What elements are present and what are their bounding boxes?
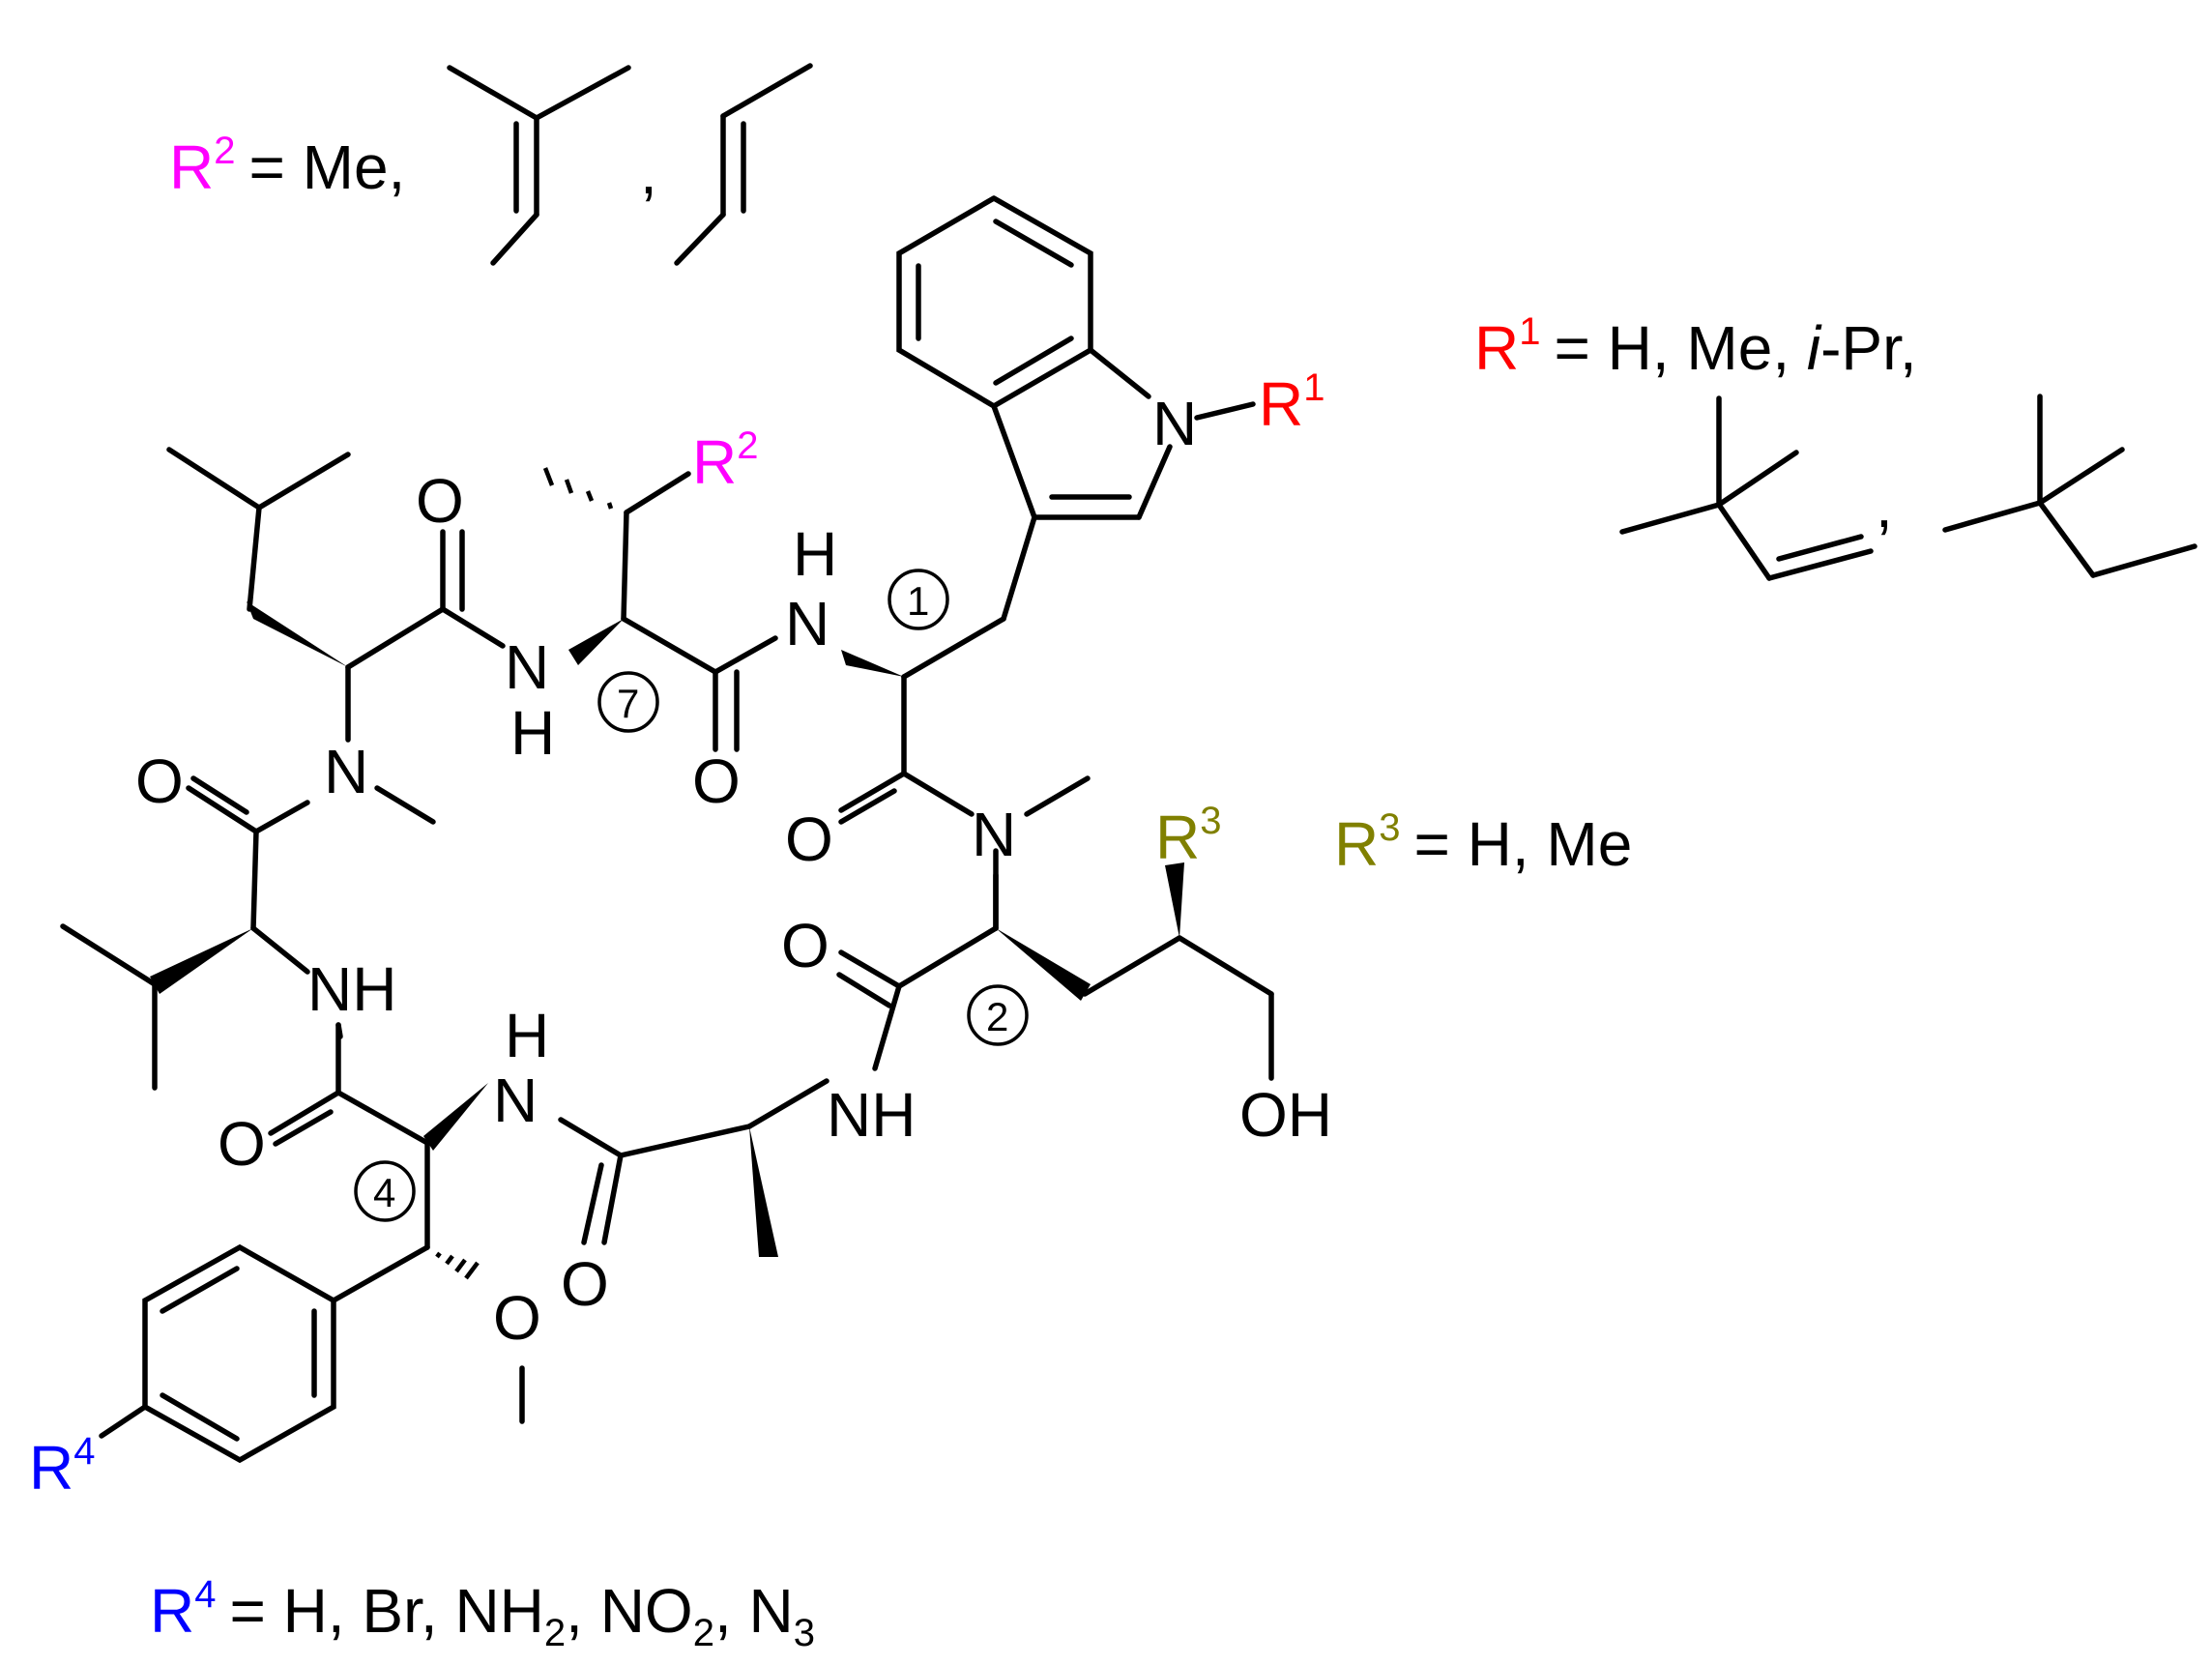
atom-nh-val: NH — [307, 954, 396, 1024]
residue-number-2: 2 — [986, 994, 1008, 1039]
atom-o-ile: O — [692, 746, 741, 816]
atom-r2: R2 — [692, 424, 758, 497]
residue-val — [60, 775, 343, 1091]
atom-nh-trp-n: N — [785, 589, 830, 658]
atom-r4: R4 — [29, 1430, 95, 1503]
r2-option-prenyl — [447, 65, 631, 266]
residue-trp — [838, 650, 1091, 931]
residue-seven — [542, 467, 778, 752]
atom-nh-ala: NH — [827, 1080, 916, 1150]
residue-leu — [166, 447, 506, 825]
r2-key: R2= Me, — [169, 130, 405, 202]
atom-o-methoxy: O — [493, 1283, 541, 1353]
r2-option-butenyl — [674, 63, 813, 266]
atom-nh-trp-h: H — [793, 519, 837, 589]
atom-r1: R1 — [1259, 366, 1324, 439]
r2-comma: , — [640, 137, 657, 207]
indole-ring — [896, 195, 1256, 680]
atom-n-leu: N — [324, 737, 368, 806]
atom-nh-top-n: N — [505, 632, 549, 702]
r4-key: R4= H, Br, NH2, NO2, N3 — [150, 1573, 815, 1654]
residue-number-2-circle — [967, 984, 1029, 1046]
atom-oh: OH — [1239, 1080, 1332, 1150]
residue-number-4-circle — [354, 1160, 416, 1222]
residue-number-7: 7 — [617, 681, 639, 726]
atom-o-leu: O — [416, 466, 464, 536]
atom-o-ala: O — [561, 1249, 609, 1319]
r1-option-tert-pentyl — [1942, 394, 2197, 578]
r1-option-dimethylallyl — [1619, 395, 1874, 581]
r1-comma: , — [1876, 471, 1893, 540]
r3-key: R3= H, Me — [1334, 806, 1632, 879]
residue-hydroxy — [836, 862, 1274, 1081]
atom-r3: R3 — [1155, 800, 1221, 872]
atom-n-indole: N — [1152, 389, 1197, 458]
atom-nh-phe-n: N — [493, 1066, 538, 1135]
atom-n-trp: N — [972, 800, 1016, 869]
atom-nh-top-h: H — [510, 698, 555, 768]
atom-o-hom: O — [781, 911, 830, 980]
atom-o-trp: O — [785, 804, 833, 874]
residue-number-1: 1 — [907, 578, 929, 624]
atom-o-val: O — [135, 746, 184, 816]
residue-number-4: 4 — [373, 1170, 395, 1215]
atom-o-phe: O — [218, 1109, 266, 1179]
r1-key: R1= H, Me, i-Pr, — [1474, 310, 1917, 383]
residue-phe — [99, 1022, 525, 1464]
atom-nh-phe-h: H — [505, 1001, 549, 1070]
residue-number-7-circle — [597, 671, 659, 733]
residue-number-1-circle — [888, 569, 949, 630]
residue-ala — [558, 1078, 830, 1257]
